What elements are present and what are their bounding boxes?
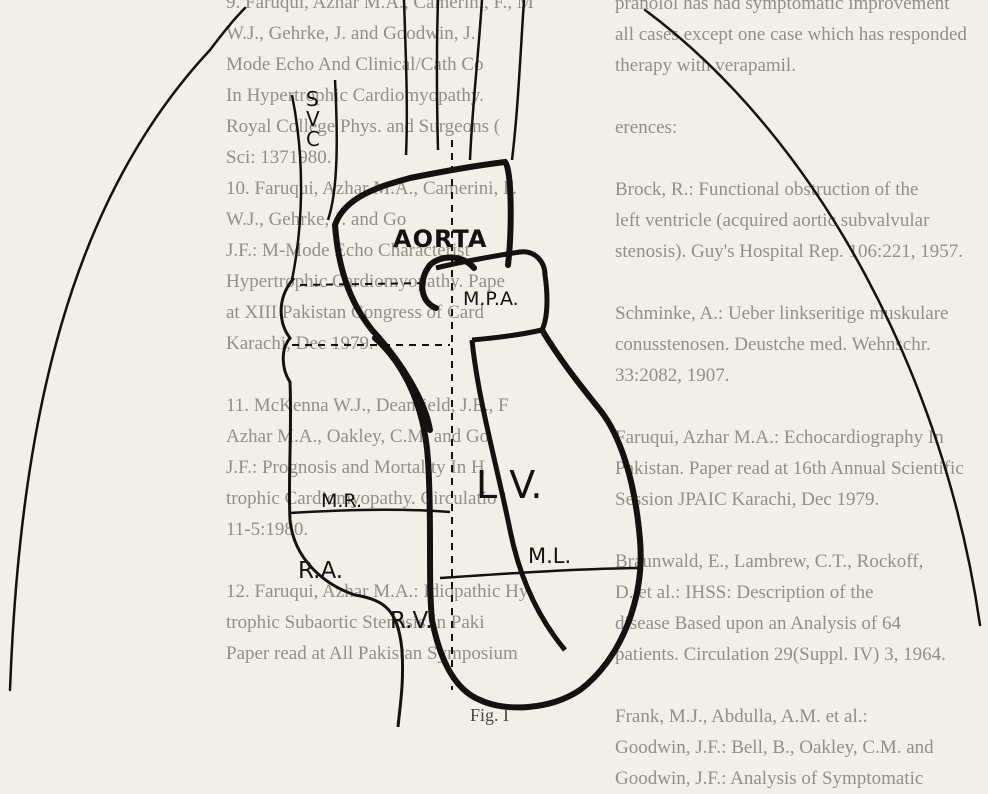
tricuspid-annulus-line [290,510,450,513]
background-right-line: Goodwin, J.F.: Bell, B., Oakley, C.M. an… [615,732,967,763]
label-ra: R.A. [298,558,343,584]
label-aorta: AORTA [393,225,487,253]
heart-diagram: S V C AORTA M.P.A. L.V. M.R. R.A. M.L. R… [0,0,988,727]
background-right-line: Goodwin, J.F.: Analysis of Symptomatic [615,763,967,794]
chest-outline-left [10,8,245,690]
label-svc-c: C [306,127,320,151]
mitral-annulus-line [440,568,640,578]
chest-outline-right [645,10,980,625]
vessel-line-5 [512,0,524,160]
label-lv: L.V. [476,463,542,507]
svc-outline [292,95,301,280]
label-mpa: M.P.A. [463,288,519,310]
vessel-line-4 [470,0,482,160]
figure-caption: Fig. I [470,705,509,726]
vessel-line-1 [328,80,337,220]
vessel-line-3 [437,0,438,150]
label-rv: R.V. [390,608,433,634]
vessel-line-2 [404,0,407,155]
label-mr: M.R. [321,490,362,512]
label-ml: M.L. [528,544,571,568]
horizontal-dashed-line-upper [300,283,430,285]
